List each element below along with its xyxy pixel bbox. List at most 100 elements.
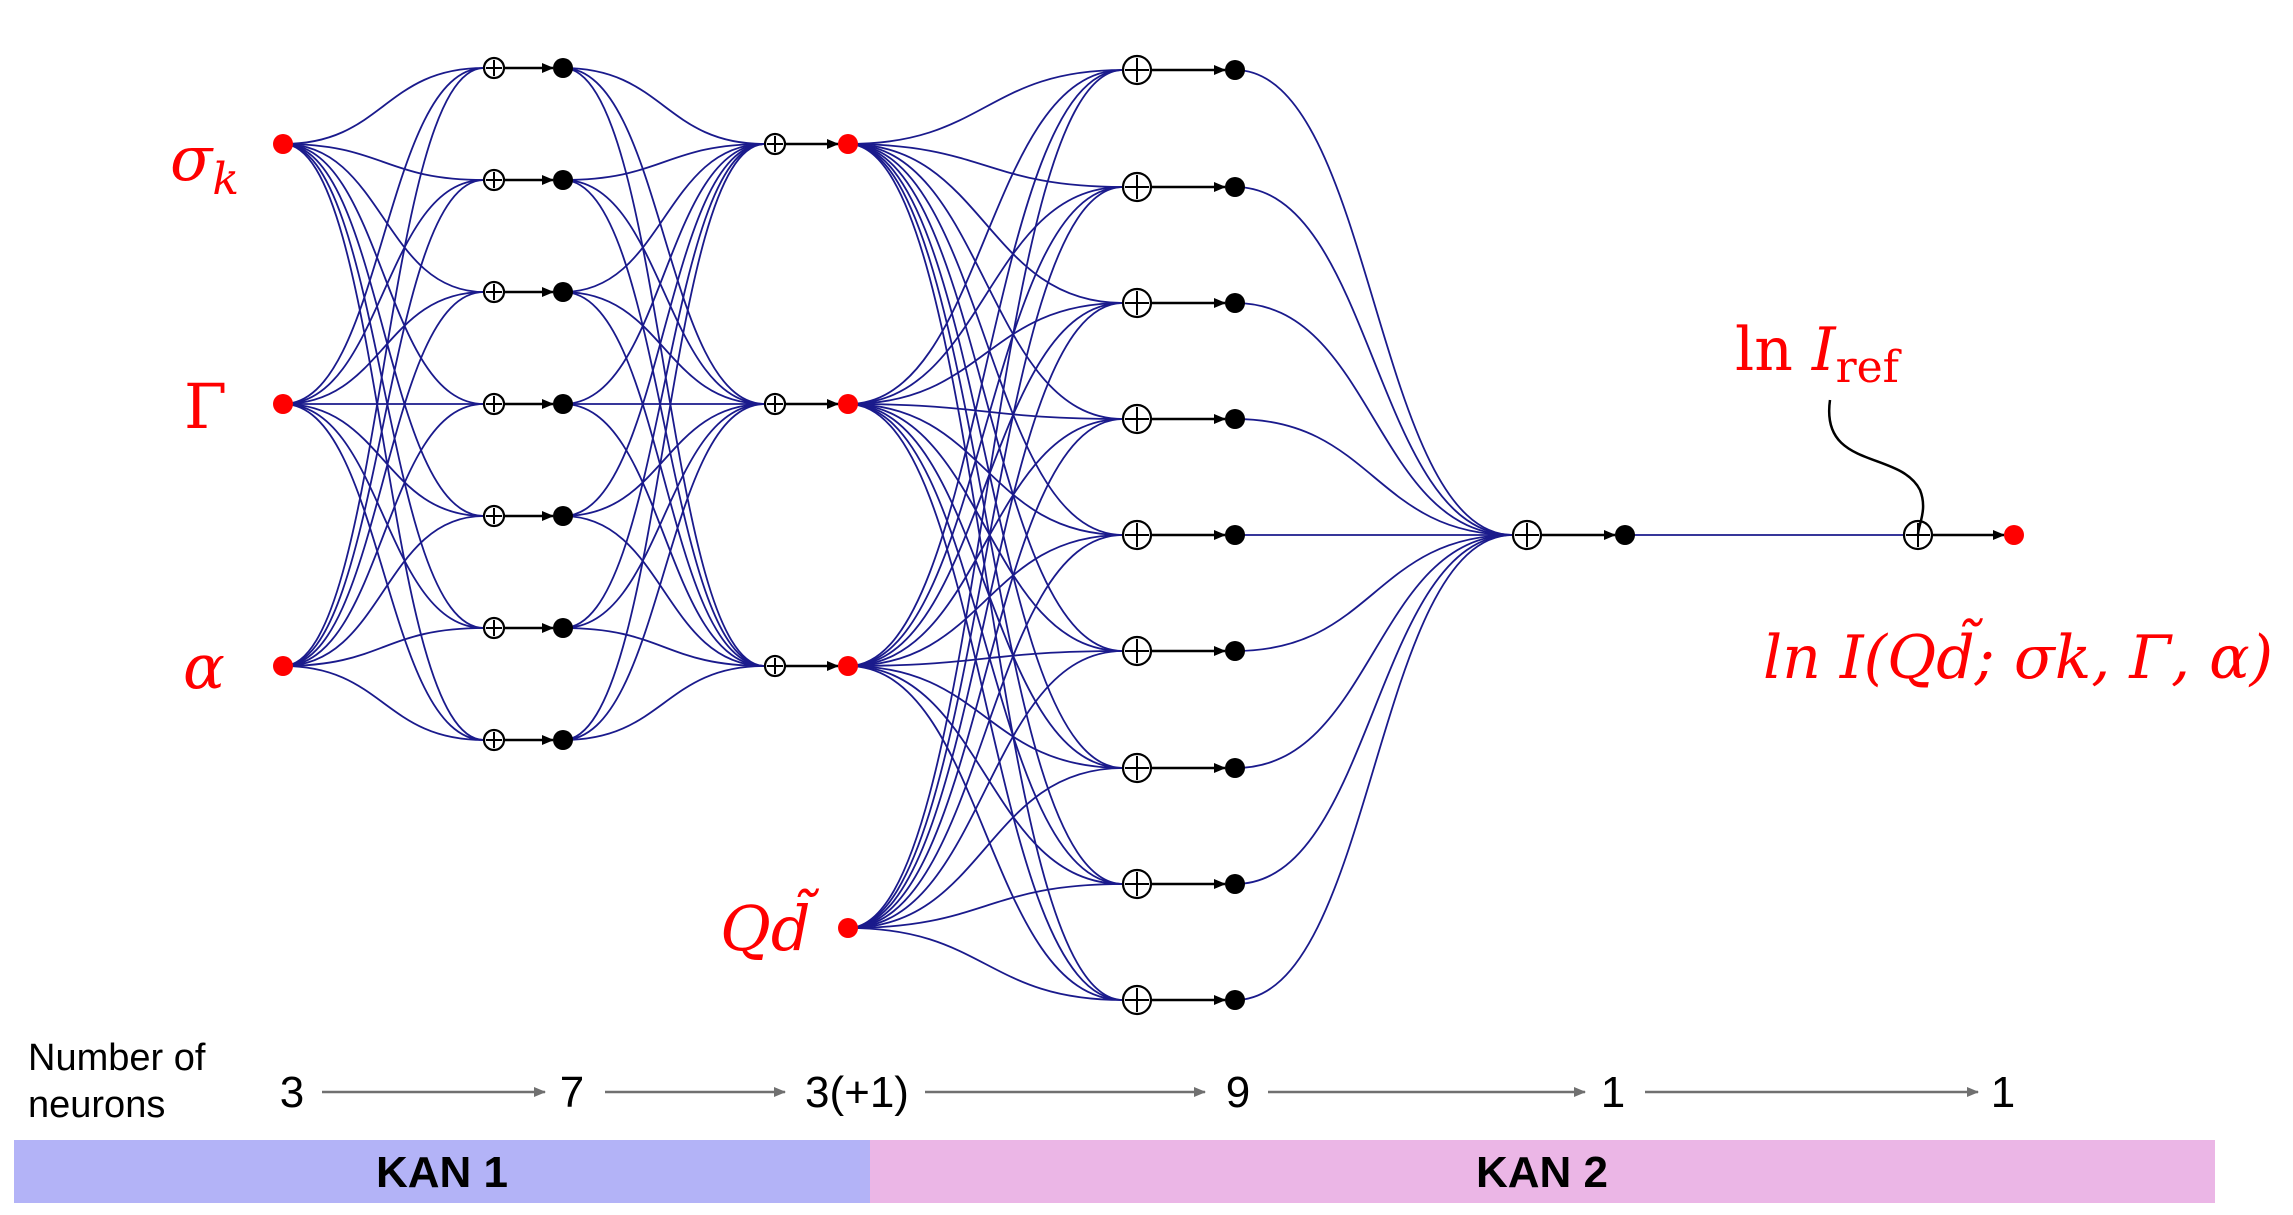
input-node-2	[273, 656, 293, 676]
edge-in2-h1-3	[282, 403, 485, 667]
sum-node-h2-0	[1121, 54, 1153, 86]
edge-k11-h2-7	[847, 403, 1124, 885]
sum-node-h2-2	[1121, 287, 1153, 319]
sum-node-h2-8	[1121, 984, 1153, 1016]
hidden1-node-6	[553, 730, 573, 750]
edge-k12-h2-1	[847, 186, 1124, 667]
kan2-band	[870, 1140, 2215, 1203]
edge-k10-h2-3	[847, 143, 1124, 420]
hidden2-node-1	[1225, 177, 1245, 197]
edge-k11-h2-4	[847, 403, 1124, 536]
edge-in1-h1-0	[282, 67, 485, 405]
edge-k13-h2-2	[847, 302, 1124, 929]
edge-in1-h1-6	[282, 403, 485, 741]
edge-in2-h1-4	[282, 515, 485, 667]
sum-node-h2-5	[1121, 635, 1153, 667]
edge-k13-h2-5	[847, 650, 1124, 929]
input-node-qd	[838, 918, 858, 938]
output-hidden-node	[1615, 525, 1635, 545]
edge-k10-h2-2	[847, 143, 1124, 304]
edge-in2-h1-5	[282, 627, 485, 667]
edge-h12-k1-0	[562, 143, 766, 293]
edge-h21-out	[1234, 186, 1514, 536]
sum-node-h2-6	[1121, 752, 1153, 784]
kan2-label: KAN 2	[1476, 1148, 1608, 1197]
hidden2-node-0	[1225, 60, 1245, 80]
edge-h16-k1-0	[562, 143, 766, 741]
edge-k10-h2-6	[847, 143, 1124, 769]
edge-k10-h2-8	[847, 143, 1124, 1001]
edge-k12-h2-6	[847, 665, 1124, 769]
hidden2-node-2	[1225, 293, 1245, 313]
edge-h28-out	[1234, 534, 1514, 1001]
edge-k10-h2-7	[847, 143, 1124, 885]
kan1-output-node-0	[838, 134, 858, 154]
hidden1-node-0	[553, 58, 573, 78]
hidden2-node-4	[1225, 525, 1245, 545]
edge-k11-h2-0	[847, 69, 1124, 405]
sum-node-h2-3	[1121, 403, 1153, 435]
kan1-band	[14, 1140, 870, 1203]
ref-label: ln Iref	[1735, 315, 1902, 393]
edge-k12-h2-0	[847, 69, 1124, 667]
sum-node-h2-7	[1121, 868, 1153, 900]
count-hidden2: 9	[1226, 1068, 1250, 1117]
output-label: ln I(Qd̃; σk, Γ, α)	[1763, 619, 2273, 693]
final-output-node	[2004, 525, 2024, 545]
sum-node-h2-4	[1121, 519, 1153, 551]
edge-k12-h2-5	[847, 650, 1124, 667]
edge-k10-h2-1	[847, 143, 1124, 188]
edge-k10-h2-4	[847, 143, 1124, 536]
edge-in2-h1-2	[282, 291, 485, 667]
edge-h16-k1-2	[562, 665, 766, 741]
edge-h14-k1-0	[562, 143, 766, 517]
sum-node-h1-6	[482, 728, 506, 752]
edge-h27-out	[1234, 534, 1514, 885]
node-arrows	[504, 63, 2005, 1005]
kan1-output-node-2	[838, 656, 858, 676]
edge-k11-h2-2	[847, 302, 1124, 405]
sum-node-h1-1	[482, 168, 506, 192]
edge-h23-out	[1234, 418, 1514, 536]
edge-in0-h1-6	[282, 143, 485, 741]
edge-k10-h2-0	[847, 69, 1124, 145]
edge-in2-h1-0	[282, 67, 485, 667]
input-node-0	[273, 134, 293, 154]
hidden1-node-1	[553, 170, 573, 190]
sum-node-h1-4	[482, 504, 506, 528]
count-final: 1	[1991, 1068, 2015, 1117]
edge-k13-h2-6	[847, 767, 1124, 929]
sum-node-h1-2	[482, 280, 506, 304]
edge-in2-h1-6	[282, 665, 485, 741]
spline-edges	[282, 67, 1904, 1001]
edge-h12-k1-1	[562, 291, 766, 405]
hidden2-node-3	[1225, 409, 1245, 429]
edge-h11-k1-1	[562, 179, 766, 405]
edge-h10-k1-2	[562, 67, 766, 667]
hidden1-node-2	[553, 282, 573, 302]
edge-in0-h1-4	[282, 143, 485, 517]
edge-k11-h2-1	[847, 186, 1124, 405]
edge-k13-h2-4	[847, 534, 1124, 929]
sum-node-h1-0	[482, 56, 506, 80]
edge-in0-h1-3	[282, 143, 485, 405]
input-label-alpha: α	[183, 630, 225, 703]
edge-k11-h2-8	[847, 403, 1124, 1001]
neurons-label-line2: neurons	[28, 1084, 165, 1126]
neuron-count-row: 3 7 3(+1) 9 1 1	[280, 1068, 2015, 1117]
count-input: 3	[280, 1068, 304, 1117]
edge-h11-k1-0	[562, 143, 766, 181]
edge-h16-k1-1	[562, 403, 766, 741]
edge-k13-h2-7	[847, 883, 1124, 929]
edge-k13-h2-0	[847, 69, 1124, 929]
hidden1-node-5	[553, 618, 573, 638]
edge-in1-h1-4	[282, 403, 485, 517]
input-label-gamma: Γ	[184, 370, 227, 443]
ref-connector	[1827, 399, 1925, 536]
edge-k12-h2-3	[847, 418, 1124, 667]
sum-node-h1-3	[482, 392, 506, 416]
kan1-output-node-1	[838, 394, 858, 414]
edge-k12-h2-4	[847, 534, 1124, 667]
edge-k12-h2-2	[847, 302, 1124, 667]
